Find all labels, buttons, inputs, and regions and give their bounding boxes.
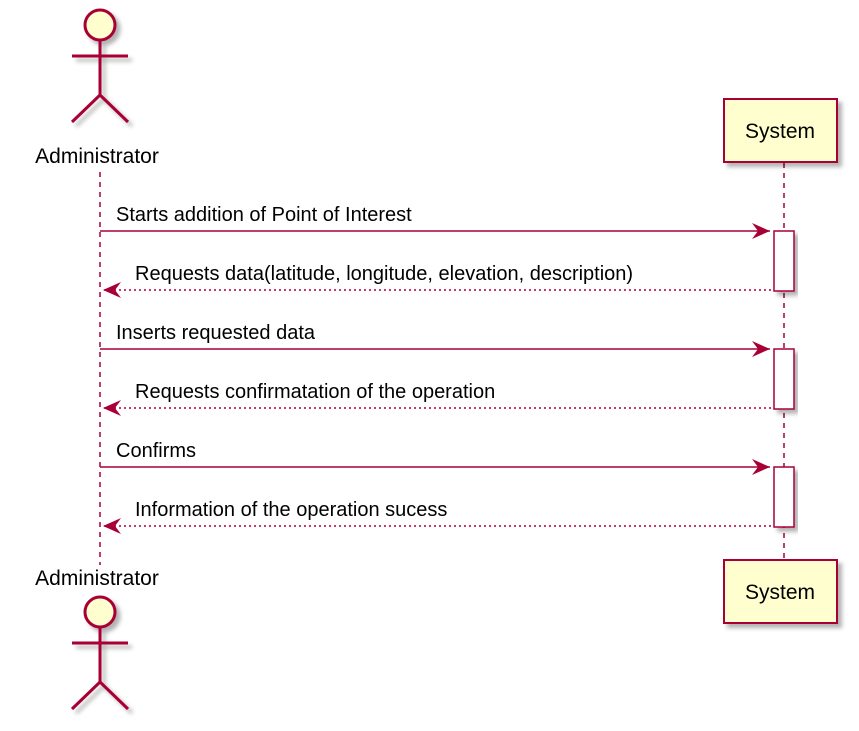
arrowhead-right-icon [752,459,770,475]
system-activation-bar [773,348,795,410]
message-label: Requests data(latitude, longitude, eleva… [135,263,633,285]
system-label-bottom: System [745,581,815,604]
arrowhead-left-icon [103,282,121,298]
administrator-label-top: Administrator [35,145,159,168]
system-participant-bottom: System [723,559,838,624]
system-participant-top: System [723,98,838,163]
administrator-actor-icon-top [70,8,130,124]
message-label: Requests confirmatation of the operation [135,381,495,403]
system-label-top: System [745,120,815,143]
system-activation-bar [773,466,795,528]
system-activation-bar [773,230,795,292]
arrowhead-left-icon [103,400,121,416]
arrowhead-left-icon [103,518,121,534]
message-label: Information of the operation sucess [135,499,447,521]
message-label: Starts addition of Point of Interest [116,204,412,226]
arrowhead-right-icon [752,223,770,239]
arrowhead-right-icon [752,341,770,357]
message-label: Confirms [116,440,196,462]
administrator-label-bottom: Administrator [35,567,159,590]
message-label: Inserts requested data [116,322,316,344]
administrator-actor-icon-bottom [70,595,130,711]
